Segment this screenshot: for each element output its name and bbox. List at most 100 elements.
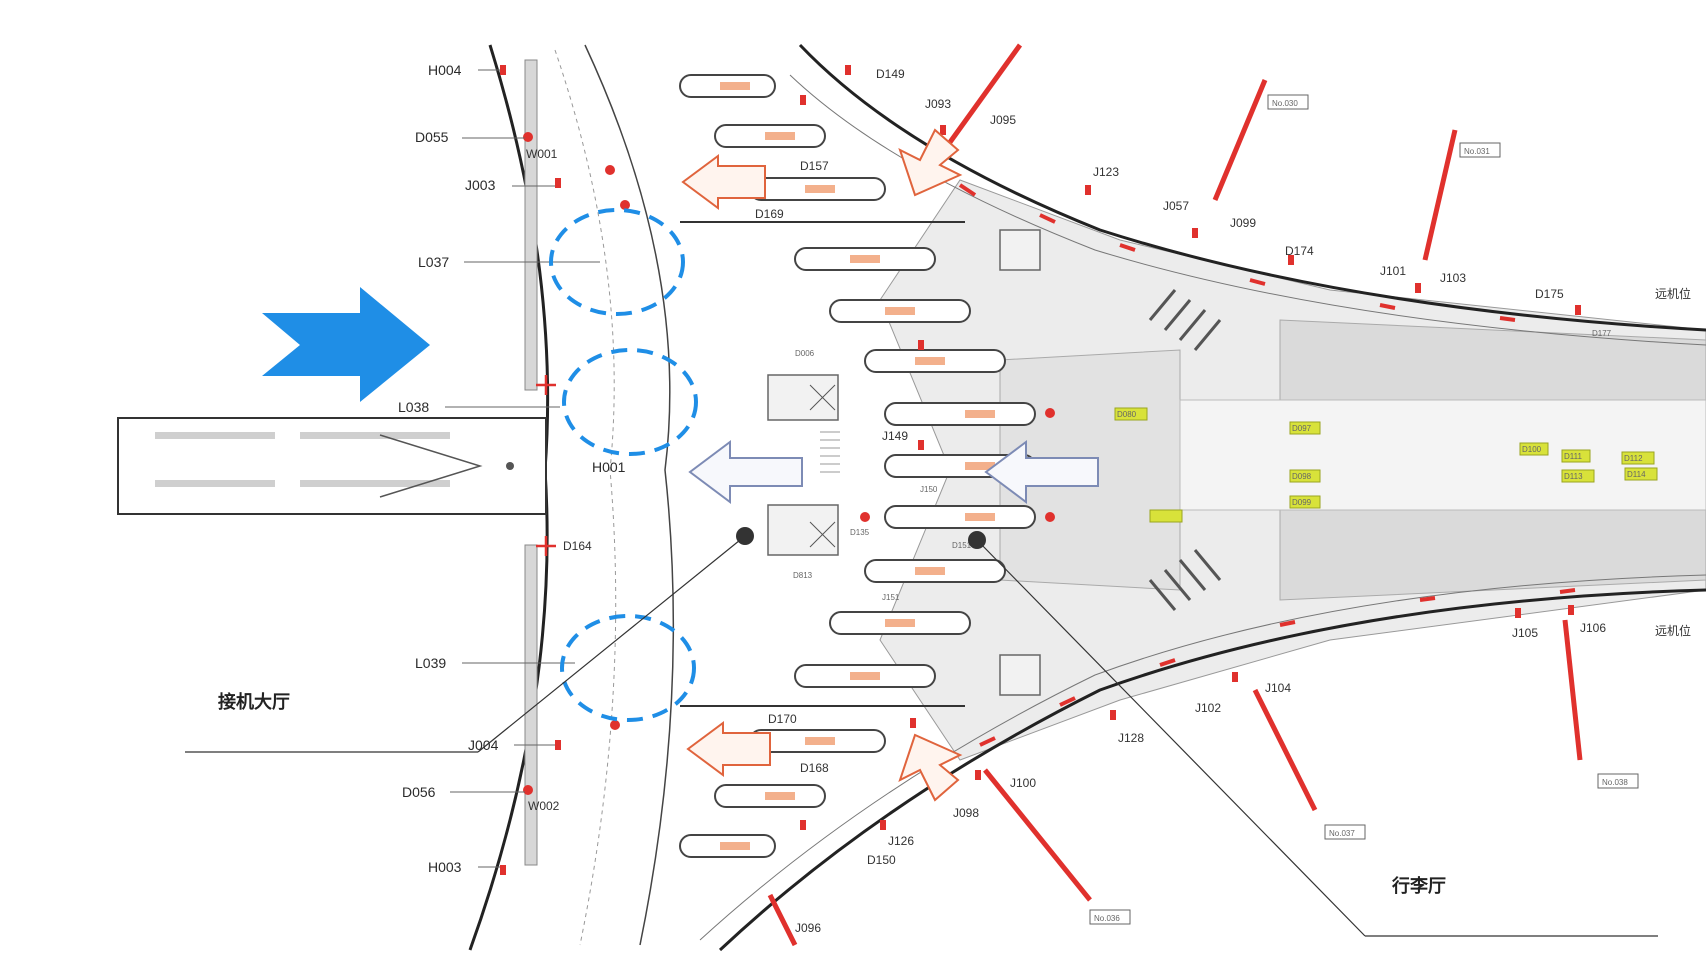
map-label: J106	[1580, 621, 1606, 635]
pier-label-group: H004 D055 W001 J003 L037 L038 H001 D164 …	[398, 62, 626, 875]
stand-tags	[1089, 94, 1639, 925]
map-label: D114	[1627, 470, 1646, 479]
gate-islands	[679, 74, 1036, 858]
map-label: J099	[1230, 216, 1256, 230]
map-label: D111	[1564, 452, 1582, 461]
map-label: No.031	[1464, 147, 1490, 156]
main-building-dashed	[554, 49, 617, 946]
stand-markers	[500, 65, 1581, 875]
map-label: J104	[1265, 681, 1291, 695]
map-label: J100	[1010, 776, 1036, 790]
map-label: D149	[876, 67, 905, 81]
map-label: L039	[415, 655, 446, 671]
map-label: D174	[1285, 244, 1314, 258]
baggage-hall-label: 行李厅	[1392, 876, 1446, 897]
map-label: D097	[1292, 424, 1312, 433]
north-concourse-inner	[789, 74, 1706, 346]
map-label: J057	[1163, 199, 1189, 213]
map-label: J096	[795, 921, 821, 935]
map-label: H001	[592, 459, 626, 475]
gate-counters	[720, 82, 995, 850]
map-label: D006	[795, 349, 815, 358]
flow-arrow-icon	[898, 128, 963, 197]
map-label: No.037	[1329, 829, 1355, 838]
crosswalk	[820, 431, 840, 473]
map-label: D151	[952, 541, 972, 550]
aircraft-markers	[536, 375, 556, 556]
map-label: D157	[800, 159, 829, 173]
map-label: D100	[1522, 445, 1542, 454]
map-label: D168	[800, 761, 829, 775]
map-label: J149	[882, 429, 908, 443]
map-label: J098	[953, 806, 979, 820]
flow-arrow-icon	[681, 154, 766, 210]
map-label: J003	[465, 177, 496, 193]
map-label: J150	[920, 485, 938, 494]
map-label: J126	[888, 834, 914, 848]
direction-arrow-icon	[262, 287, 430, 402]
map-label: D113	[1564, 472, 1583, 481]
central-block-crosses	[809, 384, 836, 548]
callout-lines	[185, 527, 1658, 937]
map-label: D175	[1535, 287, 1564, 301]
map-label: No.036	[1094, 914, 1120, 923]
highlight-circles	[549, 208, 698, 722]
flow-arrow-icon	[688, 440, 803, 504]
map-label: D813	[793, 571, 813, 580]
map-label: D055	[415, 129, 449, 145]
center-label-group: D006 J149 J150 D135 D151 D813 J151	[793, 349, 972, 602]
map-label: J105	[1512, 626, 1538, 640]
flow-arrows	[681, 128, 1099, 802]
map-label: No.030	[1272, 99, 1298, 108]
map-label: J103	[1440, 271, 1466, 285]
south-concourse-curve	[718, 588, 1706, 952]
curve-red-marks	[958, 183, 1576, 747]
map-label: L037	[418, 254, 449, 270]
dashed-circle-south	[560, 614, 696, 722]
map-label: W001	[526, 147, 558, 161]
flow-arrow-icon	[984, 440, 1099, 504]
stand-dots	[523, 132, 1055, 795]
flow-arrow-icon	[898, 733, 963, 802]
map-label: D112	[1624, 454, 1643, 463]
stand-label-group: No.030 No.031 No.036 No.037 No.038	[1094, 99, 1628, 923]
highlight-label-group: D080 D097 D098 D099 D100 D111 D112 D113 …	[1117, 410, 1646, 507]
map-label: J128	[1118, 731, 1144, 745]
map-label: 远机位	[1655, 623, 1691, 638]
map-label: D099	[1292, 498, 1312, 507]
map-label: D098	[1292, 472, 1312, 481]
hub-hatch	[1148, 289, 1222, 611]
map-label: D170	[768, 712, 797, 726]
map-label: J101	[1380, 264, 1406, 278]
main-building-inner	[584, 44, 675, 946]
map-label: D177	[1592, 329, 1612, 338]
map-label: H003	[428, 859, 462, 875]
map-label: J102	[1195, 701, 1221, 715]
north-label-group: D149 J093 J095 D157 D169 J123 J057 J099 …	[755, 67, 1691, 338]
pier-chevron	[379, 434, 483, 498]
map-label: D056	[402, 784, 436, 800]
map-label: J095	[990, 113, 1016, 127]
flow-arrow-icon	[686, 721, 771, 777]
north-concourse-curve	[798, 43, 1706, 332]
map-label: D164	[563, 539, 592, 553]
pier-leader-lines	[445, 69, 600, 868]
map-label: No.038	[1602, 778, 1628, 787]
map-label: D080	[1117, 410, 1137, 419]
map-label: H004	[428, 62, 462, 78]
map-label: J123	[1093, 165, 1119, 179]
baggage-hall-marker	[968, 531, 986, 549]
map-label: J093	[925, 97, 951, 111]
map-label: 远机位	[1655, 286, 1691, 301]
dashed-circle-north	[549, 208, 685, 316]
map-label: D169	[755, 207, 784, 221]
map-label: D150	[867, 853, 896, 867]
hub-corridor	[1179, 399, 1706, 511]
map-label: W002	[528, 799, 560, 813]
highlight-boxes	[1114, 407, 1658, 523]
pier-dot	[506, 462, 514, 470]
map-label: L038	[398, 399, 429, 415]
south-label-group: D170 D168 J126 D150 J100 J098 J102 J104 …	[768, 621, 1691, 935]
